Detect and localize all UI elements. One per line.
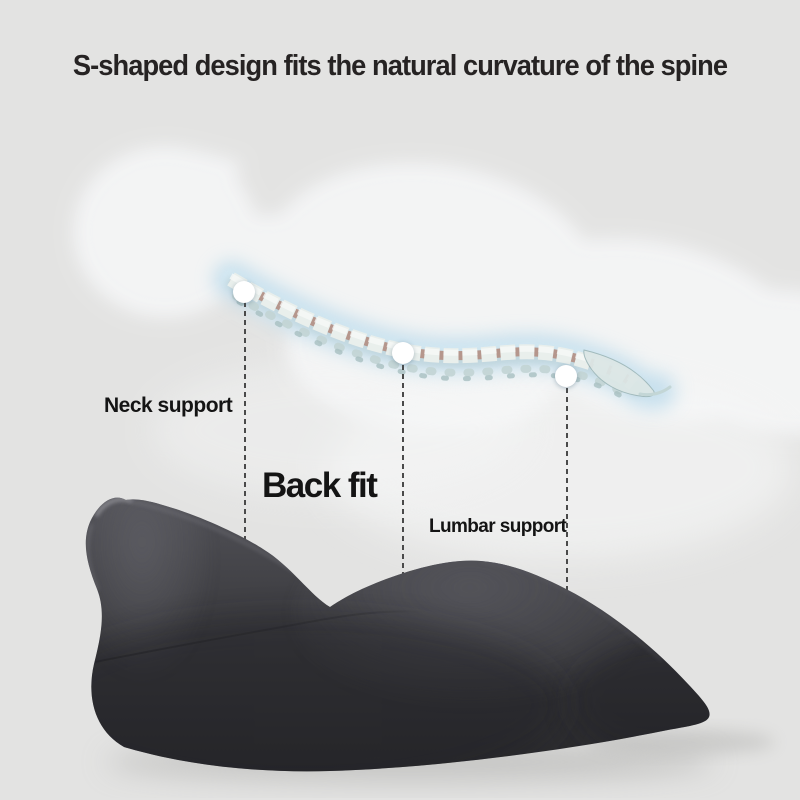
lumbar-support-leader-line <box>566 388 568 600</box>
neck-support-point-dot <box>233 281 255 303</box>
back-fit-leader-line <box>402 365 404 600</box>
page-title: S-shaped design fits the natural curvatu… <box>72 50 728 82</box>
back-fit-label: Back fit <box>262 466 378 505</box>
neck-support-label: Neck support <box>104 394 233 417</box>
lumbar-support-point-dot <box>555 365 577 387</box>
neck-support-leader-line <box>244 302 246 560</box>
back-fit-point-dot <box>392 342 414 364</box>
lumbar-support-label: Lumbar support <box>429 516 567 537</box>
spine-illustration <box>213 261 676 410</box>
pillow-seam <box>94 610 429 663</box>
